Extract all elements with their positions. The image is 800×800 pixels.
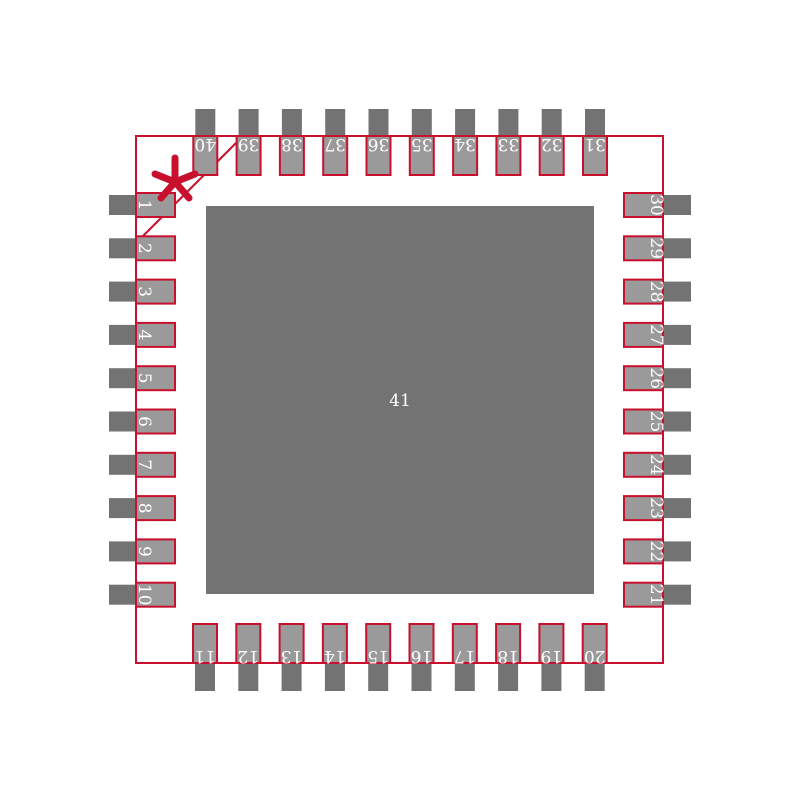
pin-40-label: 40	[194, 134, 216, 154]
pin-35-label: 35	[411, 134, 433, 154]
pin-7-label: 7	[134, 459, 154, 470]
pin-12-label: 12	[237, 646, 259, 666]
pin-2-pad	[135, 235, 176, 262]
pin-10-pad	[135, 581, 176, 608]
pin-27-pad	[623, 321, 664, 348]
pin-2-label: 2	[134, 243, 154, 254]
pin-3-label: 3	[134, 286, 154, 297]
pin-29-pad	[623, 235, 664, 262]
pin-1-pad	[135, 192, 176, 218]
pin-33-pad	[495, 135, 522, 176]
pin-6-label: 6	[134, 416, 154, 427]
asterisk-icon	[151, 154, 199, 202]
pin-39-label: 39	[238, 134, 260, 154]
pin-36-label: 36	[368, 134, 390, 154]
pin-4-pad	[135, 321, 176, 348]
pin-14-pad	[321, 623, 348, 664]
pin-39-pad	[235, 135, 262, 176]
pin-20-pad	[581, 623, 608, 664]
pin-10-label: 10	[134, 584, 154, 606]
pin-38-pad	[278, 135, 305, 176]
pin-8-pad	[135, 495, 176, 522]
package-outline	[135, 135, 664, 664]
pin-32-pad	[538, 135, 565, 176]
pin-6-pad	[135, 408, 176, 435]
pin-11-pad	[192, 623, 218, 664]
pin-27-label: 27	[646, 324, 666, 346]
pin-15-pad	[365, 623, 392, 664]
pin-37-label: 37	[324, 134, 346, 154]
pin-24-pad	[623, 451, 664, 478]
pin-28-pad	[623, 278, 664, 305]
pin-15-label: 15	[367, 646, 389, 666]
pin-5-pad	[135, 365, 176, 392]
pin-9-label: 9	[134, 546, 154, 557]
exposed-center-pad	[206, 206, 594, 594]
pin-18-pad	[495, 623, 522, 664]
pin-23-pad	[623, 495, 664, 522]
pin-7-pad	[135, 451, 176, 478]
pin-26-label: 26	[646, 367, 666, 389]
pin-37-pad	[322, 135, 349, 176]
pin-30-pad	[623, 192, 664, 218]
pin-13-pad	[278, 623, 305, 664]
pin-17-label: 17	[454, 646, 476, 666]
pin-32-label: 32	[541, 134, 563, 154]
pin-18-label: 18	[497, 646, 519, 666]
pin-31-pad	[582, 135, 608, 176]
pin-11-label: 11	[194, 646, 216, 666]
pin-25-pad	[623, 408, 664, 435]
pin-5-label: 5	[134, 373, 154, 384]
pin-21-label: 21	[646, 584, 666, 606]
pin-20-label: 20	[584, 646, 606, 666]
pin-22-pad	[623, 538, 664, 565]
pin-12-pad	[235, 623, 262, 664]
pin-3-pad	[135, 278, 176, 305]
pin-30-label: 30	[646, 194, 666, 216]
pin1-chamfer-line	[135, 135, 244, 244]
pin-14-label: 14	[324, 646, 346, 666]
pin-26-pad	[623, 365, 664, 392]
pin-8-label: 8	[134, 503, 154, 514]
pin-25-label: 25	[646, 411, 666, 433]
pin-34-label: 34	[454, 134, 476, 154]
pin-1-label: 1	[134, 200, 154, 211]
pin-31-label: 31	[584, 134, 606, 154]
pin-38-label: 38	[281, 134, 303, 154]
pin-23-label: 23	[646, 497, 666, 519]
pin-28-label: 28	[646, 281, 666, 303]
pin-19-label: 19	[541, 646, 563, 666]
pin-40-pad	[192, 135, 219, 176]
pin-35-pad	[408, 135, 435, 176]
pin-16-pad	[408, 623, 435, 664]
pin-22-label: 22	[646, 541, 666, 563]
pin-33-label: 33	[498, 134, 520, 154]
pin-9-pad	[135, 538, 176, 565]
pin-17-pad	[451, 623, 478, 664]
center-pad-label: 41	[389, 391, 411, 411]
pin-16-label: 16	[411, 646, 433, 666]
pin-34-pad	[452, 135, 479, 176]
pin-21-pad	[623, 581, 664, 608]
pin-24-label: 24	[646, 454, 666, 476]
pin-29-label: 29	[646, 237, 666, 259]
pin-19-pad	[538, 623, 565, 664]
pin-36-pad	[365, 135, 392, 176]
pin-13-label: 13	[281, 646, 303, 666]
pin-4-label: 4	[134, 329, 154, 340]
